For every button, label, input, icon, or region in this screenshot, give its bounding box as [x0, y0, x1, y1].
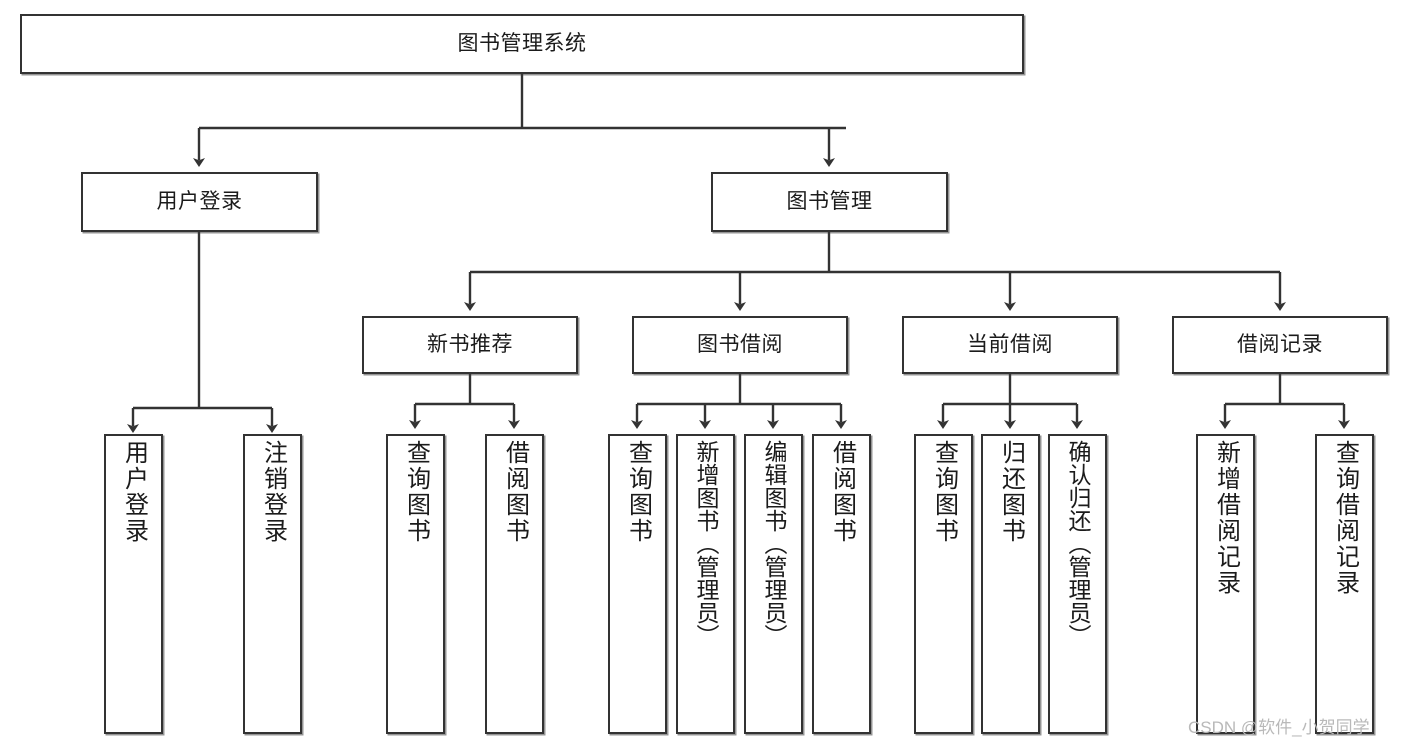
node-label: 查询图书: [930, 440, 958, 544]
node-label: 编辑图书（管理员）: [761, 440, 787, 647]
node-borrow-record[interactable]: 借阅记录: [1172, 316, 1388, 374]
node-label: 用户登录: [120, 440, 148, 544]
node-label: 查询图书: [624, 440, 652, 544]
node-leaf-query-book-recommend[interactable]: 查询图书: [386, 434, 445, 734]
node-leaf-add-book-admin[interactable]: 新增图书（管理员）: [676, 434, 735, 734]
node-leaf-edit-book-admin[interactable]: 编辑图书（管理员）: [744, 434, 803, 734]
node-current-borrow[interactable]: 当前借阅: [902, 316, 1118, 374]
node-user-login[interactable]: 用户登录: [81, 172, 318, 232]
node-label: 借阅图书: [828, 440, 856, 544]
node-leaf-user-login[interactable]: 用户登录: [104, 434, 163, 734]
node-leaf-borrow-book[interactable]: 借阅图书: [812, 434, 871, 734]
node-label: 当前借阅: [967, 333, 1053, 357]
node-book-management[interactable]: 图书管理: [711, 172, 948, 232]
node-leaf-query-borrow-record[interactable]: 查询借阅记录: [1315, 434, 1374, 734]
node-label: 新书推荐: [427, 333, 513, 357]
node-leaf-confirm-return-admin[interactable]: 确认归还（管理员）: [1048, 434, 1107, 734]
node-root-book-management-system[interactable]: 图书管理系统: [20, 14, 1024, 74]
node-label: 注销登录: [259, 440, 287, 544]
csdn-watermark: CSDN @软件_小贺同学: [1188, 718, 1370, 737]
node-label: 新增借阅记录: [1212, 440, 1240, 596]
node-leaf-return-book[interactable]: 归还图书: [981, 434, 1040, 734]
node-label: 确认归还（管理员）: [1065, 440, 1091, 647]
node-label: 图书借阅: [697, 333, 783, 357]
node-label: 借阅图书: [501, 440, 529, 544]
node-label: 查询借阅记录: [1331, 440, 1359, 596]
node-label: 用户登录: [156, 190, 243, 214]
node-book-borrow[interactable]: 图书借阅: [632, 316, 848, 374]
node-label: 归还图书: [997, 440, 1025, 544]
node-label: 借阅记录: [1237, 333, 1323, 357]
node-label: 查询图书: [402, 440, 430, 544]
node-leaf-query-book-current[interactable]: 查询图书: [914, 434, 973, 734]
node-label: 新增图书（管理员）: [693, 440, 719, 647]
node-new-book-recommend[interactable]: 新书推荐: [362, 316, 578, 374]
node-leaf-borrow-book-recommend[interactable]: 借阅图书: [485, 434, 544, 734]
node-label: 图书管理系统: [457, 32, 587, 56]
node-leaf-logout-login[interactable]: 注销登录: [243, 434, 302, 734]
node-leaf-query-book-borrow[interactable]: 查询图书: [608, 434, 667, 734]
node-label: 图书管理: [786, 190, 873, 214]
node-leaf-add-borrow-record[interactable]: 新增借阅记录: [1196, 434, 1255, 734]
